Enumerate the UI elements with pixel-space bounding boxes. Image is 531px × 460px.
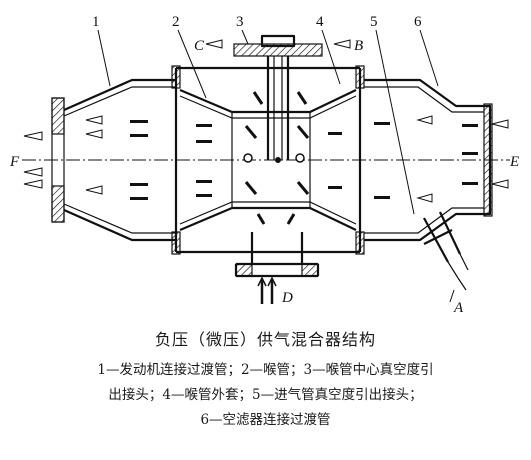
label-part-2: 2 <box>172 14 180 30</box>
figure-caption: 负压（微压）供气混合器结构 1—发动机连接过渡管；2—喉管；3—喉管中心真空度引… <box>0 326 531 433</box>
port-label-C: C <box>194 38 205 54</box>
vacuum-tap-handle <box>233 43 323 57</box>
throat-center-vacuum-tap <box>266 56 290 160</box>
leader-lines <box>97 29 455 303</box>
port-label-D: D <box>281 290 293 306</box>
legend-line: 6—空滤器连接过渡管 <box>200 412 331 428</box>
left-flange-rim <box>51 97 65 223</box>
caption-title: 负压（微压）供气混合器结构 <box>154 330 376 349</box>
label-part-4: 4 <box>316 14 324 30</box>
legend-line: 1—发动机连接过渡管；2—喉管；3—喉管中心真空度引 <box>97 362 434 378</box>
port-label-F: F <box>9 154 20 170</box>
port-label-A: A <box>453 300 464 316</box>
left-flange-top <box>51 97 65 135</box>
label-part-1: 1 <box>92 14 100 30</box>
label-part-6: 6 <box>414 14 422 30</box>
engine-transition-pipe <box>63 78 176 242</box>
guide-vanes <box>130 91 478 225</box>
bottom-gas-inlet <box>234 232 320 278</box>
mixer-structure-diagram: 1 2 3 4 5 6 F E C B D A <box>9 14 519 316</box>
port-label-B: B <box>354 38 363 54</box>
throat-venturi <box>179 88 357 232</box>
label-part-3: 3 <box>236 14 244 30</box>
port-label-E: E <box>509 154 519 170</box>
label-part-5: 5 <box>370 14 378 30</box>
flow-arrows <box>23 39 509 304</box>
intake-vacuum-tap <box>423 211 461 263</box>
left-flange-bottom <box>51 185 65 223</box>
legend-line: 出接头；4—喉管外套；5—进气管真空度引出接头； <box>108 387 423 403</box>
